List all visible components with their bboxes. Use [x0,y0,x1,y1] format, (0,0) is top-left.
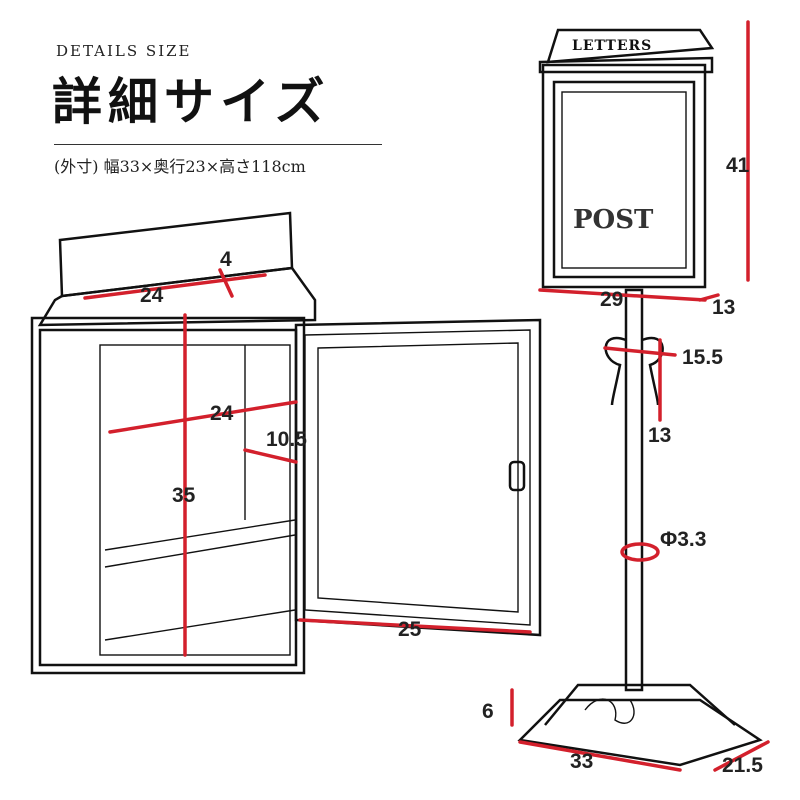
dim-box-depth: 13 [712,296,735,319]
post-label: POST [573,205,654,235]
divider [54,144,382,145]
page-title: 詳細サイズ [52,72,331,131]
dim-box-height: 41 [726,154,750,177]
dim-bracket-height: 13 [648,424,671,447]
dim-inner-depth: 10.5 [266,428,307,451]
dim-pole-diameter: Φ3.3 [660,528,706,551]
dim-door-width: 25 [398,618,422,641]
dim-bracket-width: 15.5 [682,346,723,369]
dimension-lines [83,20,770,772]
letters-sign: LETTERS [572,38,652,54]
dim-base-height: 6 [482,700,494,723]
dim-top-width: 24 [140,284,164,307]
dim-box-width: 29 [600,288,623,311]
open-mailbox-drawing [30,211,542,675]
outer-dimensions: (外寸) 幅33×奥行23×高さ118cm [54,157,306,176]
stand-mailbox-drawing: LETTERS POST [517,28,763,767]
subtitle: DETAILS SIZE [56,42,192,60]
dim-base-depth: 21.5 [722,754,763,777]
dim-inner-height: 35 [172,484,196,507]
dim-base-width: 33 [570,750,593,773]
dim-top-depth: 4 [220,248,232,271]
dim-inner-width: 24 [210,402,234,425]
